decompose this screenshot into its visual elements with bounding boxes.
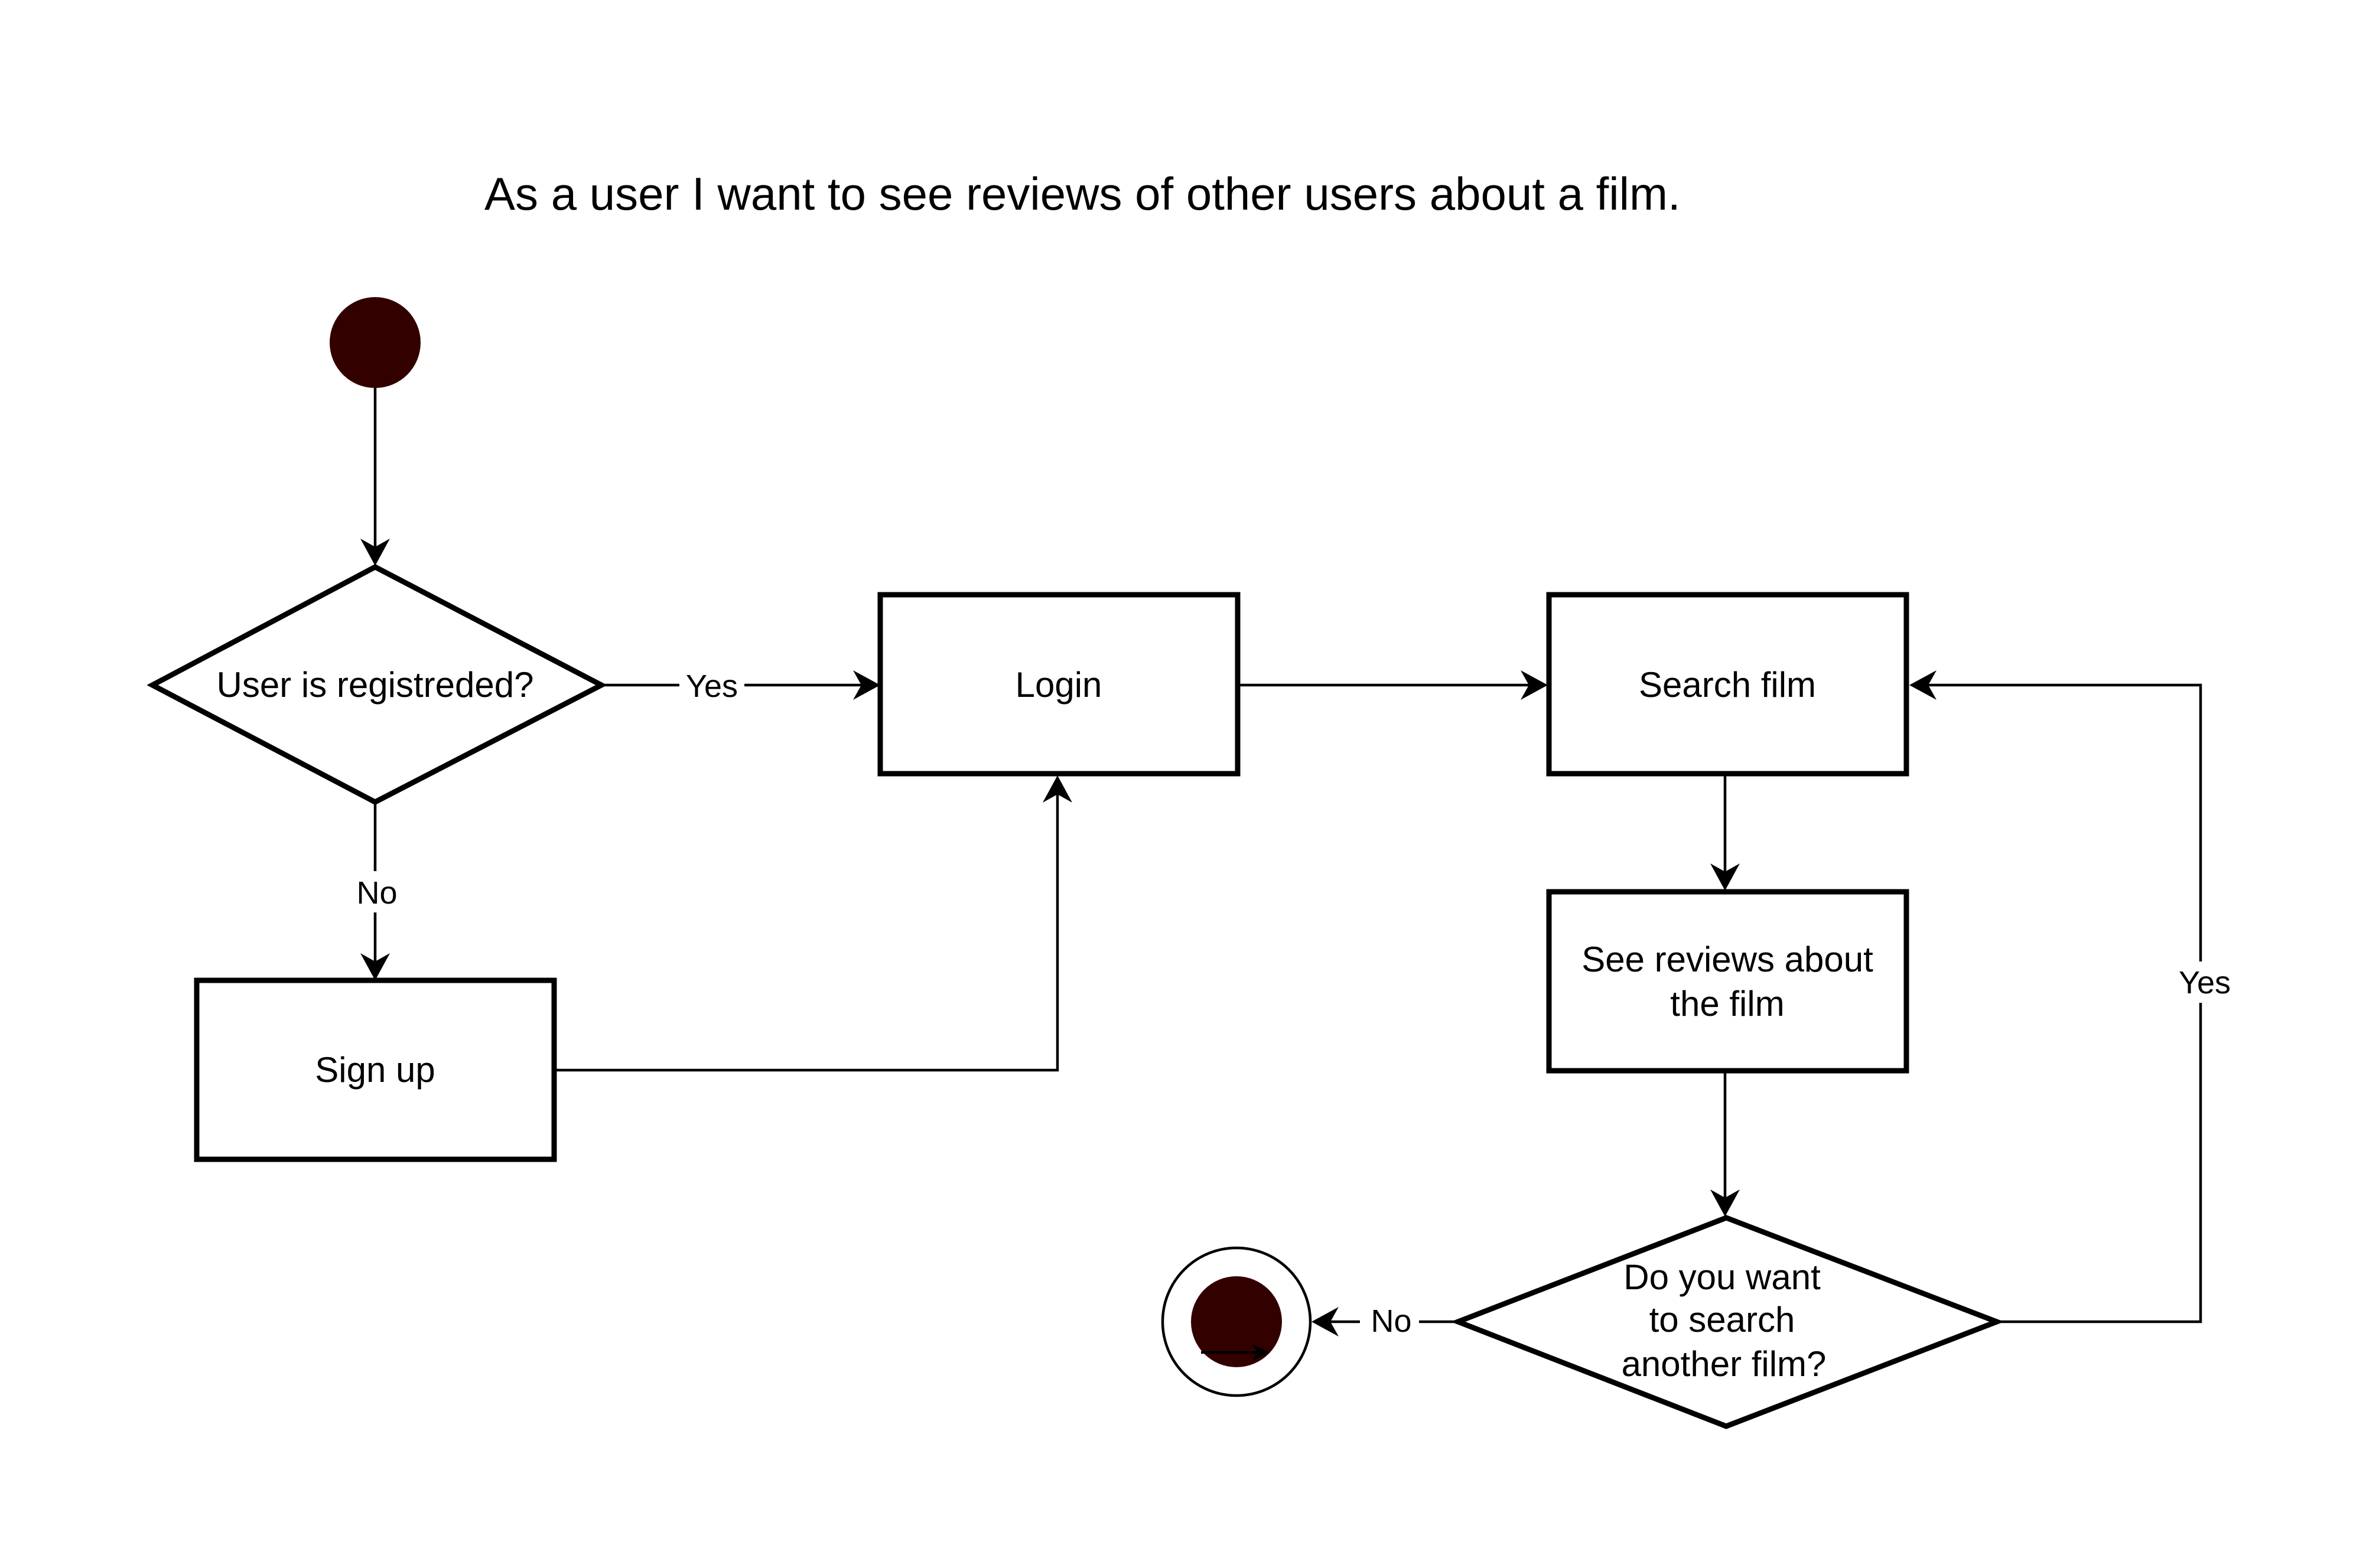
activity-see-reviews-label-line1: See reviews about [1581,940,1873,979]
edge-label-yes-search-again: Yes [2179,965,2231,1000]
activity-search-film-label: Search film [1639,665,1816,705]
decision-search-again-line3: another film? [1622,1344,1827,1384]
decision-search-again[interactable]: Do you want to search another film? [1450,1215,2004,1429]
activity-sign-up-label: Sign up [315,1050,435,1090]
decision-user-registered[interactable]: User is registreded? [147,563,607,806]
activity-see-reviews[interactable]: See reviews about the film [1546,889,1909,1074]
activity-see-reviews-label-line2: the film [1670,984,1784,1023]
edge-reviews-to-search-again [1710,1072,1740,1217]
activity-login[interactable]: Login [877,592,1241,777]
edge-start-to-registered [360,387,390,566]
edge-label-no-search-again: No [1371,1303,1411,1339]
edge-registered-no-to-signup: No [346,803,405,980]
edge-search-to-reviews [1710,775,1740,891]
edge-login-to-search [1238,670,1548,700]
edge-signup-to-login [555,775,1072,1072]
edge-label-yes-registered: Yes [686,669,738,704]
diagram-title: As a user I want to see reviews of other… [484,168,1681,220]
end-node[interactable] [1161,1246,1312,1397]
edge-registered-yes-to-login: Yes [601,664,880,705]
edge-search-again-yes-to-search: Yes [1909,670,2232,1323]
activity-login-label: Login [1016,665,1102,705]
edge-label-no-registered: No [356,875,397,911]
start-node[interactable] [330,297,421,388]
edge-search-again-no-to-end: No [1311,1300,1456,1342]
decision-search-again-line2: to search [1649,1300,1795,1339]
activity-sign-up[interactable]: Sign up [194,977,557,1162]
decision-user-registered-label: User is registreded? [217,665,534,705]
decision-search-again-line1: Do you want [1623,1257,1821,1297]
activity-search-film[interactable]: Search film [1546,592,1909,777]
